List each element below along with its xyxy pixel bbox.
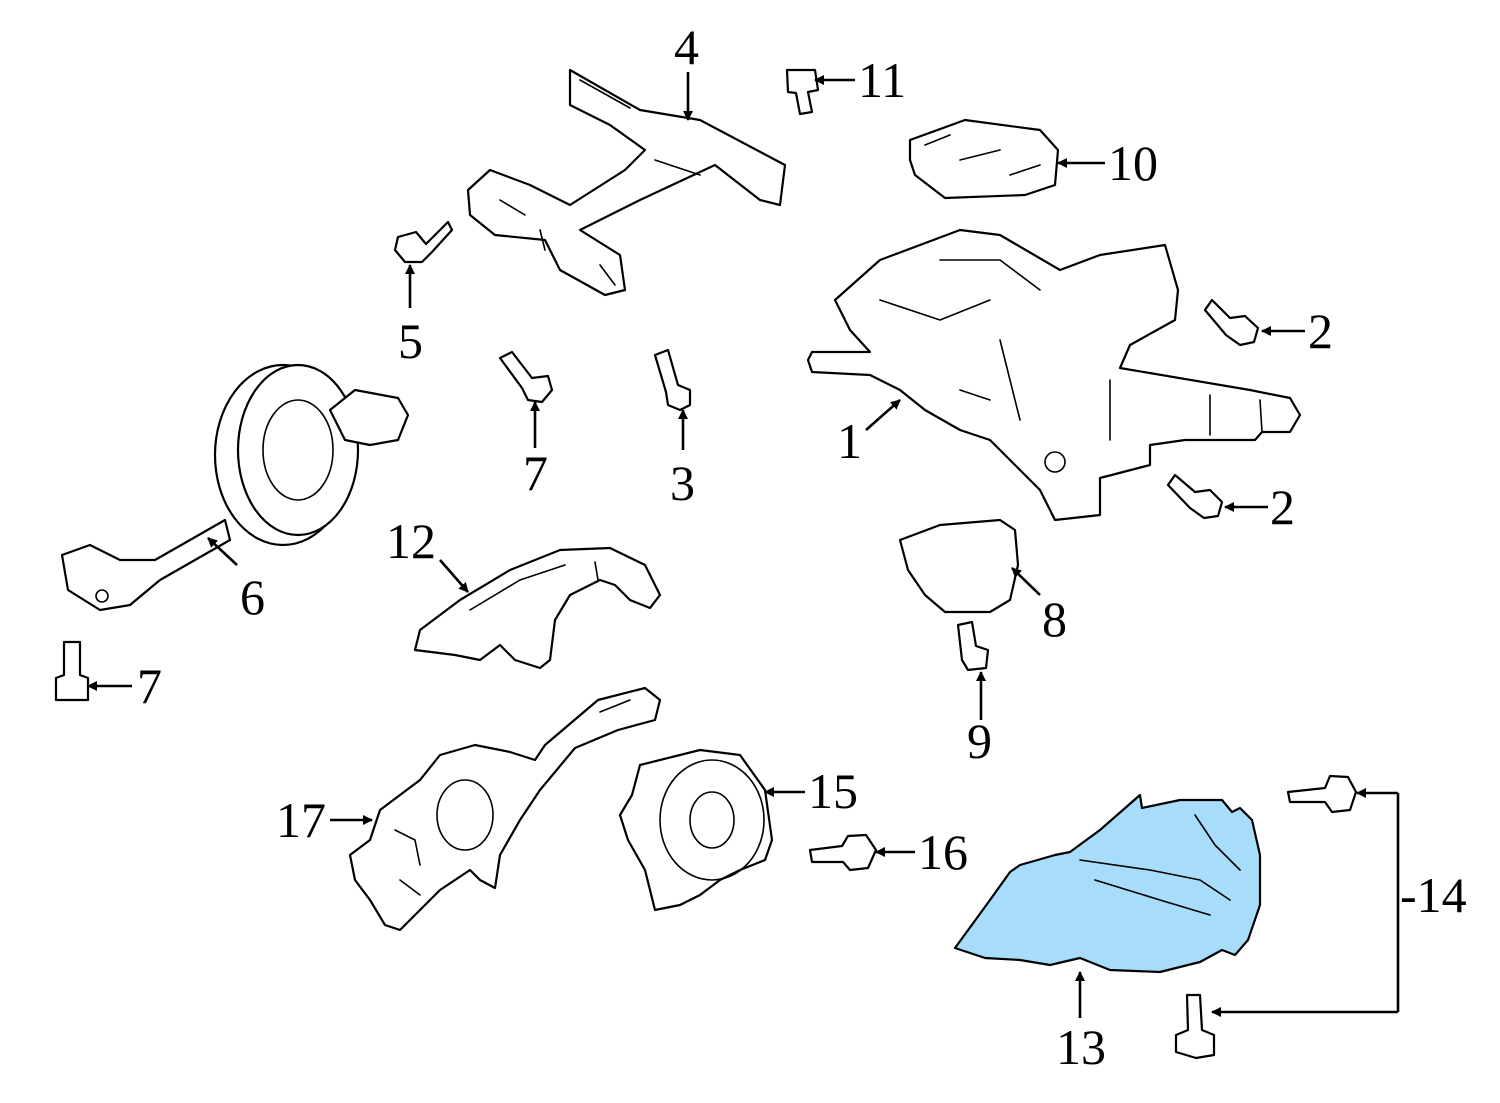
bolt-5-part [393, 220, 454, 264]
bolt-16-part [808, 833, 878, 872]
callout-4: 4 [674, 19, 699, 75]
bolt-14-lower-part [1174, 993, 1216, 1060]
callout-12: 12 [386, 513, 436, 569]
leader-6 [207, 537, 238, 566]
callout-7-upper: 7 [523, 445, 548, 501]
lower-shroud-part [953, 793, 1262, 974]
callout-9: 9 [967, 713, 992, 769]
control-module-part [908, 118, 1060, 200]
callout-15: 15 [808, 763, 858, 819]
clockspring-part [618, 748, 774, 912]
combination-switch-part [348, 686, 662, 932]
callout-5: 5 [398, 313, 423, 369]
bolt-2-upper-part [1203, 298, 1260, 347]
callout-10: 10 [1108, 135, 1158, 191]
callout-6: 6 [240, 569, 265, 625]
screw-9-part [956, 620, 990, 672]
callout-7-lower: 7 [137, 658, 162, 714]
callout-2-lower: 2 [1270, 479, 1295, 535]
callout-13: 13 [1056, 1019, 1106, 1075]
callout-14: -14 [1400, 867, 1467, 923]
callout-2-upper: 2 [1308, 303, 1333, 359]
support-bracket-part [466, 68, 787, 297]
leader-12 [439, 559, 469, 593]
callout-labels: 1 2 2 3 4 5 6 7 7 8 9 10 11 12 13 -14 15… [137, 19, 1467, 1075]
upper-shroud-part [413, 546, 662, 670]
callout-17: 17 [276, 792, 326, 848]
leader-8 [1011, 567, 1041, 596]
lever-cover-part [898, 518, 1020, 614]
callout-1: 1 [837, 413, 862, 469]
leader-lines [87, 72, 1400, 1018]
intermediate-shaft-part [60, 363, 410, 612]
bolt-7-lower-part [54, 640, 90, 702]
leader-1 [865, 399, 901, 431]
screw-11-part [785, 68, 820, 116]
bolt-7-upper-part [498, 350, 554, 404]
steering-column-part [806, 228, 1302, 522]
callout-8: 8 [1042, 591, 1067, 647]
bolt-14-upper-part [1286, 774, 1358, 814]
callout-11: 11 [858, 52, 906, 108]
bolt-2-lower-part [1166, 473, 1224, 520]
callout-3: 3 [670, 455, 695, 511]
bolt-3-part [653, 348, 692, 412]
callout-16: 16 [918, 824, 968, 880]
